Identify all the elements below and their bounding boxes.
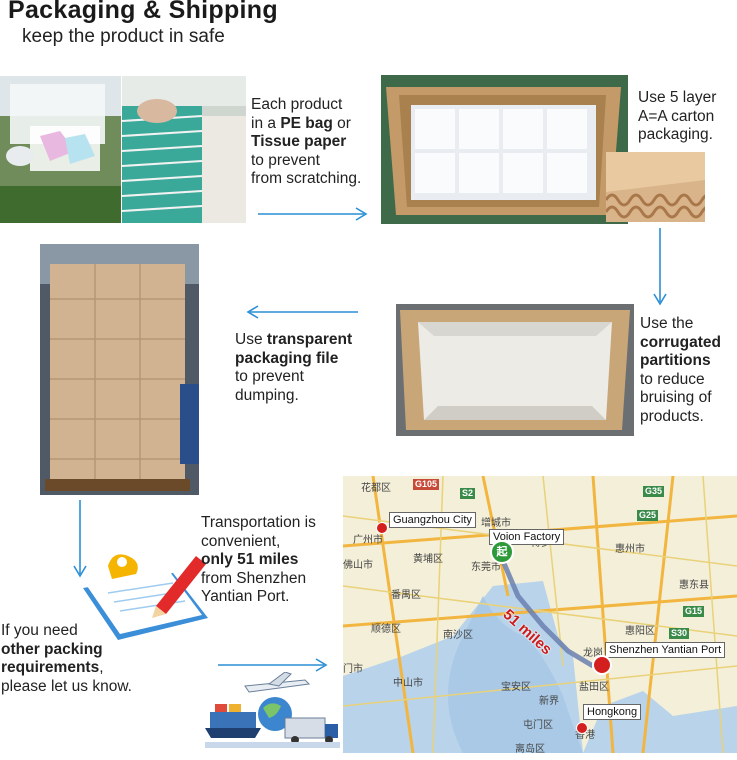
map-place: 门市	[343, 664, 363, 675]
map-place: 屯门区	[523, 720, 553, 731]
arrow-left-icon	[246, 305, 358, 319]
step-wrap-line: to prevent	[235, 368, 304, 385]
map-place: 东莞市	[471, 562, 501, 573]
map-place: 黄埔区	[413, 554, 443, 565]
map-pin-icon	[576, 722, 588, 734]
step-pe-bag-line: Each product	[251, 96, 343, 113]
transport-line: Transportation is	[201, 514, 316, 531]
step-partition-line: Use the	[640, 315, 694, 332]
map-place: 香港	[575, 730, 595, 741]
map-label-port: Shenzhen Yantian Port	[605, 642, 726, 658]
map-place: 惠州市	[615, 544, 645, 555]
map-label-hongkong: Hongkong	[583, 704, 642, 720]
page-subtitle: keep the product in safe	[22, 26, 225, 47]
transport-text: Transportation is convenient, only 51 mi…	[201, 514, 351, 607]
step-wrap-line: dumping.	[235, 386, 299, 404]
transport-line: from Shenzhen	[201, 569, 307, 587]
map-place: 盐田区	[579, 682, 609, 693]
clipboard-pencil-icon	[78, 548, 218, 648]
arrow-down-icon	[73, 500, 87, 580]
page-title: Packaging & Shipping	[8, 0, 278, 24]
map-pin-icon	[376, 522, 388, 534]
map-place: 南沙区	[443, 630, 473, 641]
transport-line: convenient,	[201, 532, 281, 550]
step-carton-line: packaging.	[638, 126, 713, 143]
map-place: 中山市	[393, 678, 423, 689]
step-pe-bag-line: to prevent	[251, 151, 320, 169]
step-partition-line: to reduce	[640, 370, 705, 388]
step-wrap-text: Use transparent packaging file to preven…	[235, 331, 380, 405]
step-pe-bag-line: from scratching.	[251, 170, 362, 187]
map-place: 佛山市	[343, 560, 373, 571]
road-badge: G105	[413, 479, 440, 490]
step-wrap-line: packaging file	[235, 349, 339, 367]
map-place: 顺德区	[371, 624, 401, 635]
arrow-right-icon	[218, 658, 330, 672]
step-pe-bag-line: in a PE bag or	[251, 114, 351, 132]
photo-pe-bags	[0, 76, 121, 223]
transport-line: Yantian Port.	[201, 588, 290, 605]
step-partition-line: bruising of	[640, 389, 712, 406]
step-partition-line: products.	[640, 407, 704, 425]
start-pin-icon: 起	[490, 540, 514, 564]
map-label-guangzhou: Guangzhou City	[389, 512, 476, 528]
contact-text: If you need other packing requirements, …	[1, 622, 201, 696]
step-carton-line: A=A carton	[638, 107, 715, 125]
photo-corrugated-partition-box	[396, 304, 634, 436]
map-place: 离岛区	[515, 744, 545, 753]
step-partition-line: partitions	[640, 352, 711, 369]
transport-line: only 51 miles	[201, 551, 299, 568]
photo-pallet-stack	[40, 244, 199, 495]
step-pe-bag-line: Tissue paper	[251, 133, 347, 150]
road-badge: G15	[683, 606, 705, 617]
map-place: 龙岗	[583, 648, 603, 659]
map-place: 惠阳区	[625, 626, 655, 637]
contact-line: requirements,	[1, 659, 104, 676]
arrow-right-icon	[258, 207, 370, 221]
logistics-icon	[205, 672, 340, 752]
road-badge: S2	[460, 488, 476, 499]
map-place: 番禺区	[391, 590, 421, 601]
map-place: 宝安区	[501, 682, 531, 693]
step-partition-line: corrugated	[640, 333, 721, 351]
step-partition-text: Use the corrugated partitions to reduce …	[640, 315, 737, 426]
arrow-down-icon	[653, 228, 667, 308]
road-badge: G35	[643, 486, 665, 497]
contact-line: other packing	[1, 640, 103, 658]
contact-line: please let us know.	[1, 677, 132, 695]
photo-corrugated-detail	[606, 152, 705, 222]
step-carton-line: Use 5 layer	[638, 89, 717, 106]
photo-tissue-wrapping	[122, 76, 246, 223]
map-place: 广州市	[353, 535, 383, 546]
route-map: G105 S2 G35 G25 G15 S30 花都区 广州市 黄埔区 佛山市 …	[343, 476, 737, 753]
step-carton-text: Use 5 layer A=A carton packaging.	[638, 89, 737, 145]
map-place: 花都区	[361, 483, 391, 494]
photo-carton-box	[381, 75, 628, 224]
step-pe-bag-text: Each product in a PE bag or Tissue paper…	[251, 96, 391, 189]
road-badge: S30	[669, 628, 690, 639]
map-place: 增城市	[481, 518, 511, 529]
map-pin-icon	[592, 655, 612, 675]
step-wrap-line: Use transparent	[235, 331, 353, 348]
map-place: 新界	[539, 696, 559, 707]
map-place: 惠东县	[679, 580, 709, 591]
contact-line: If you need	[1, 622, 78, 639]
road-badge: G25	[637, 510, 659, 521]
